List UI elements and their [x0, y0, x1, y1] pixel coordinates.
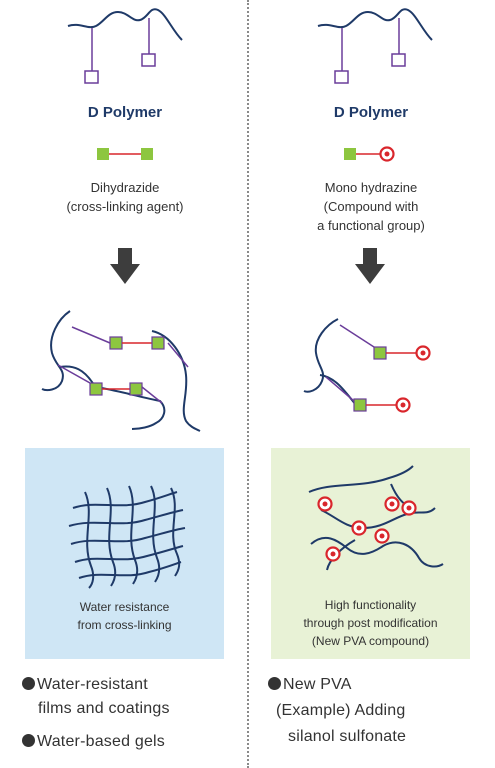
- bullet-dot-icon: [268, 677, 281, 690]
- right-panel-line1: High functionality: [324, 598, 417, 612]
- right-polymer-title: D Polymer: [333, 104, 409, 121]
- right-panel-line3: (New PVA compound): [311, 634, 430, 648]
- bullet-dot-icon: [22, 734, 35, 747]
- polymer-chain-icon: [317, 8, 433, 84]
- polymer-chain-icon: [67, 8, 183, 84]
- network-icon: [68, 485, 186, 589]
- left-polymer-title: D Polymer: [87, 104, 163, 121]
- left-result-panel: Water resistance from cross-linking: [25, 448, 224, 659]
- network-icon: [308, 465, 444, 571]
- bullet-dot-icon: [22, 677, 35, 690]
- right-result-panel: High functionality through post modifica…: [271, 448, 470, 659]
- left-use-2: Water-based gels: [22, 731, 165, 753]
- left-panel-line1: Water resistance: [79, 600, 170, 614]
- right-agent-line3: a functional group): [317, 218, 425, 233]
- crosslinker-icon: [97, 148, 153, 160]
- left-agent-line1: Dihydrazide: [90, 180, 160, 195]
- left-panel-line2: from cross-linking: [77, 618, 172, 632]
- right-agent-line2: (Compound with: [323, 199, 419, 214]
- crosslinked-structure-icon: [41, 310, 201, 432]
- mono-hydrazine-icon: [344, 146, 395, 162]
- left-panel-caption: Water resistance from cross-linking: [25, 598, 224, 634]
- left-use-1-line2: films and coatings: [38, 700, 170, 717]
- down-arrow-icon: [355, 248, 385, 284]
- right-agent-line1: Mono hydrazine: [324, 180, 418, 195]
- left-use-1-line1: Water-resistant: [22, 674, 148, 696]
- right-use-line2: (Example) Adding: [276, 702, 406, 719]
- right-use-line1: New PVA: [268, 674, 352, 696]
- modified-structure-icon: [303, 318, 431, 413]
- right-use-line3: silanol sulfonate: [288, 728, 407, 745]
- left-agent-caption: Dihydrazide (cross-linking agent): [5, 178, 245, 216]
- right-panel-caption: High functionality through post modifica…: [271, 596, 470, 650]
- right-agent-caption: Mono hydrazine (Compound with a function…: [251, 178, 491, 235]
- left-agent-line2: (cross-linking agent): [66, 199, 184, 214]
- down-arrow-icon: [110, 248, 140, 284]
- center-divider: [247, 0, 249, 768]
- right-panel-line2: through post modification: [303, 616, 438, 630]
